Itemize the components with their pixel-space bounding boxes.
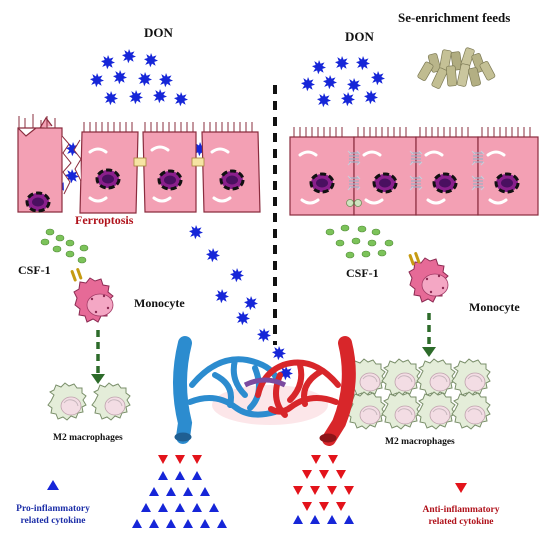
right-epithelium bbox=[289, 126, 539, 216]
cytokine-triangle-icon bbox=[293, 455, 354, 524]
feed-pellet-icon bbox=[417, 47, 496, 89]
monocyte-label-right: Monocyte bbox=[469, 300, 520, 314]
csf1-dot-icon bbox=[40, 228, 89, 264]
legend-pro-line1: Pro-inflammatory bbox=[16, 504, 90, 514]
don-star-icon bbox=[301, 56, 385, 108]
monocyte-icon bbox=[408, 252, 449, 303]
nucleus-icon bbox=[219, 169, 245, 191]
nucleus-icon bbox=[432, 172, 458, 194]
nucleus-icon bbox=[25, 191, 51, 213]
nucleus-icon bbox=[372, 172, 398, 194]
nucleus-icon bbox=[309, 172, 335, 194]
legend-anti-line1: Anti-inflammatory bbox=[422, 505, 499, 515]
macrophage-icon bbox=[47, 382, 131, 421]
left-epithelium bbox=[17, 114, 261, 214]
m2-label-right: M2 macrophages bbox=[385, 437, 455, 447]
macrophage-icon bbox=[346, 358, 491, 430]
m2-label-left: M2 macrophages bbox=[53, 433, 123, 443]
nucleus-icon bbox=[95, 168, 121, 190]
blood-vessel-icon bbox=[173, 336, 356, 446]
monocyte-label-left: Monocyte bbox=[134, 296, 185, 310]
cytokine-triangle-icon bbox=[132, 455, 227, 528]
legend-pro-inflammatory: Pro-inflammatory related cytokine bbox=[16, 480, 90, 526]
csf1-label-right: CSF-1 bbox=[346, 266, 379, 280]
monocyte-icon bbox=[70, 268, 114, 323]
csf1-label-left: CSF-1 bbox=[18, 263, 51, 277]
se-feeds-label: Se-enrichment feeds bbox=[398, 10, 510, 25]
csf1-dot-icon bbox=[325, 224, 394, 259]
nucleus-icon bbox=[157, 169, 183, 191]
don-label-left: DON bbox=[144, 25, 174, 40]
legend-anti-line2: related cytokine bbox=[429, 517, 494, 527]
nucleus-icon bbox=[494, 172, 520, 194]
differentiation-arrow bbox=[422, 313, 436, 357]
differentiation-arrow bbox=[91, 330, 105, 384]
legend-pro-line2: related cytokine bbox=[21, 516, 86, 526]
ferroptosis-label: Ferroptosis bbox=[75, 213, 134, 227]
legend-anti-inflammatory: Anti-inflammatory related cytokine bbox=[422, 483, 500, 527]
don-label-right: DON bbox=[345, 29, 375, 44]
